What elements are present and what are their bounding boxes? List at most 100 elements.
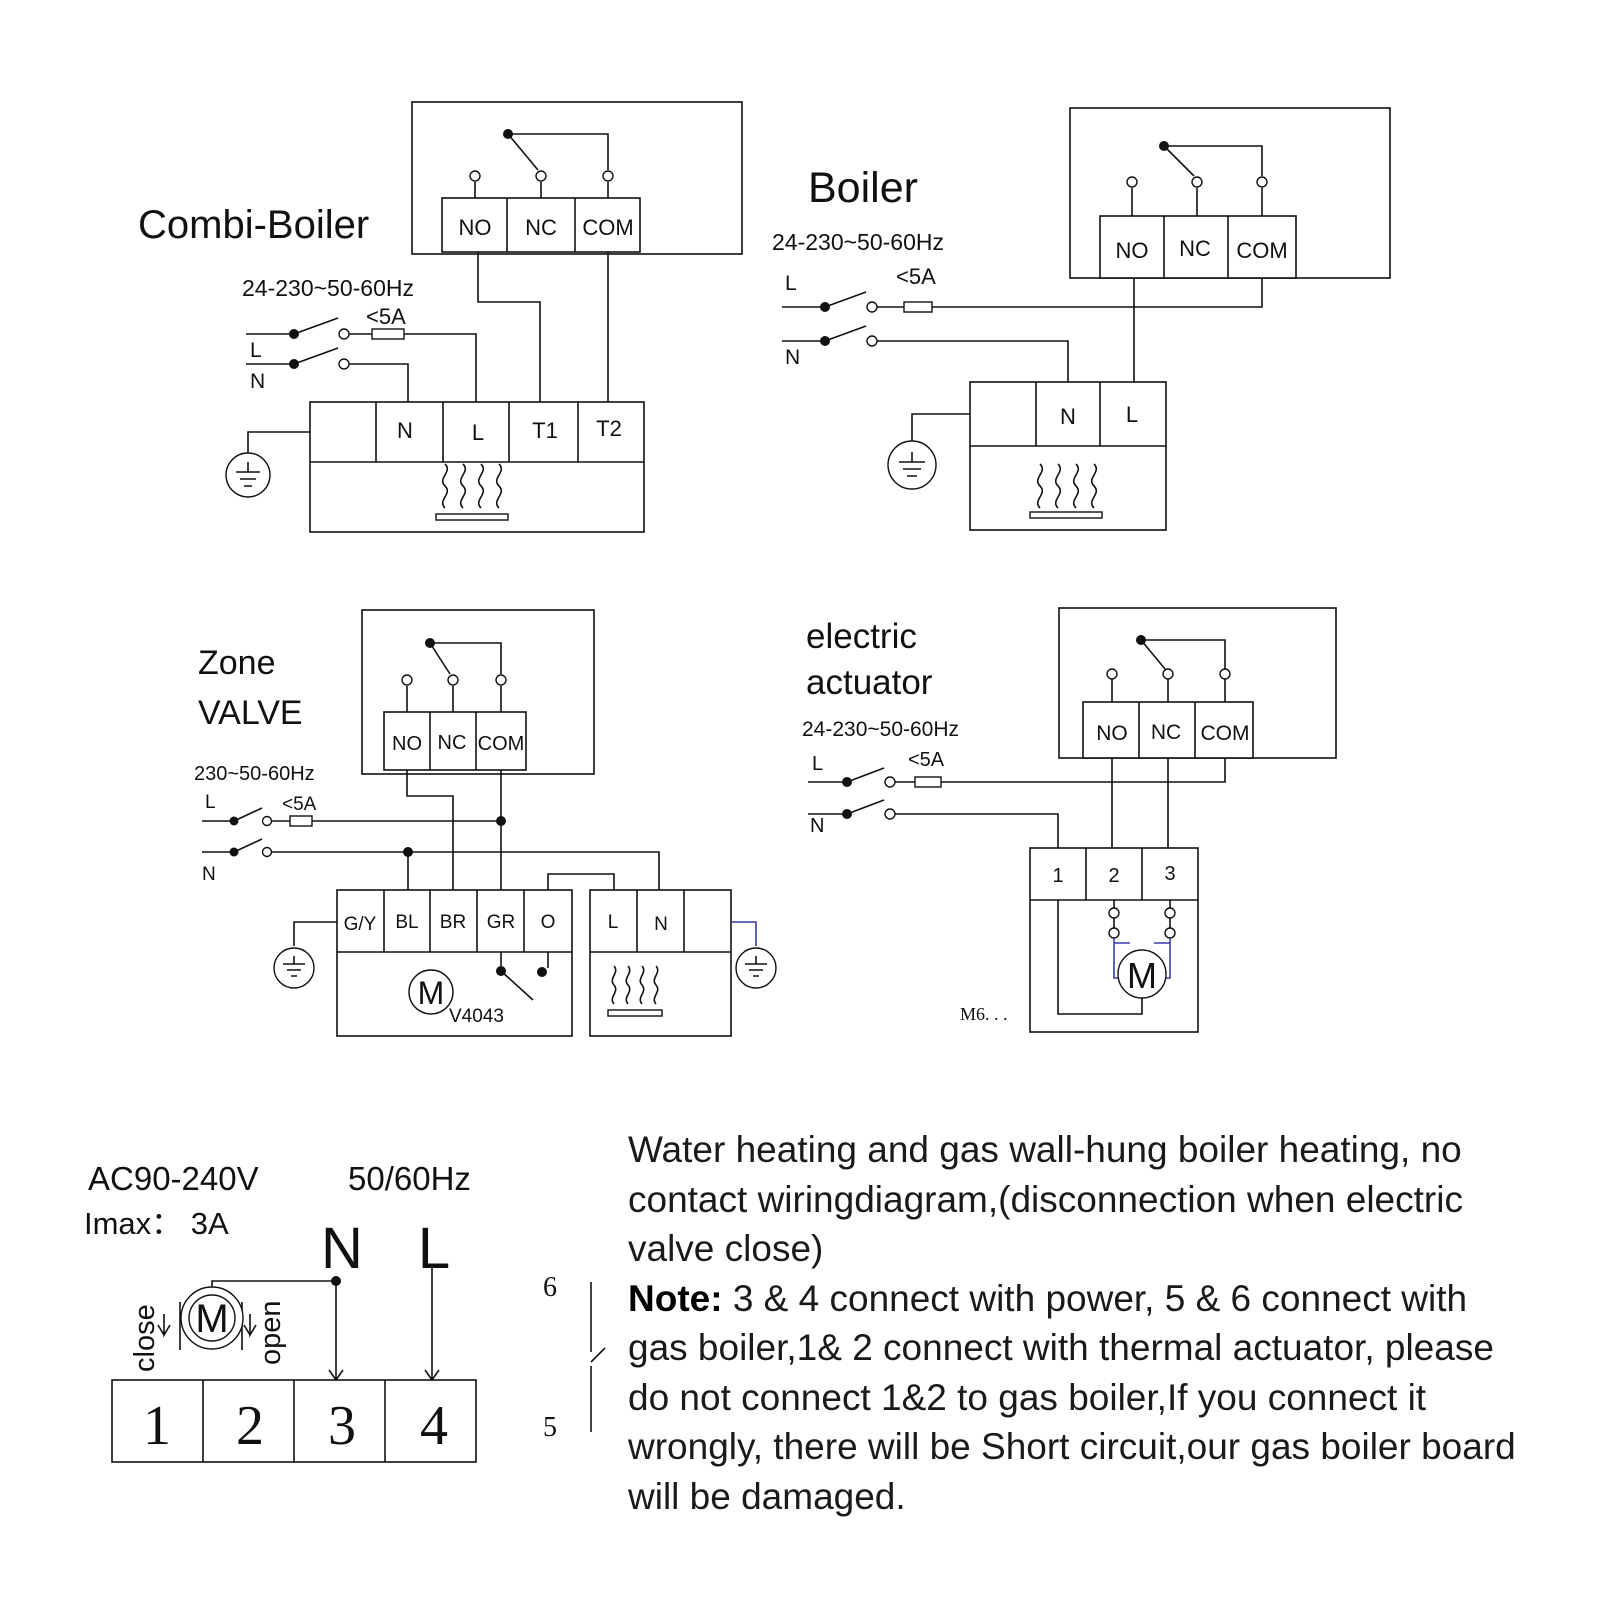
legend-terminal-3: 3 — [328, 1395, 356, 1457]
boiler-unit: N L — [969, 381, 1167, 531]
legend-terminal-1: 1 — [143, 1395, 171, 1457]
zone-fuse-label: <5A — [282, 794, 317, 815]
combi-wire-nc-t1 — [477, 252, 541, 402]
zone-wire-o-l — [547, 873, 615, 890]
actuator-term-3: 3 — [1164, 863, 1175, 885]
legend-contact-6: 6 — [543, 1272, 557, 1303]
boiler-relay-com: COM — [1236, 238, 1287, 263]
legend-terminal-4: 4 — [420, 1395, 448, 1457]
actuator-motor-contacts — [1108, 900, 1176, 979]
combi-boiler-diagram: Combi-Boiler 24-230~50-60Hz <5A L N NO N… — [138, 101, 743, 533]
ground-icon — [273, 947, 315, 989]
heating-icon — [435, 463, 509, 521]
combi-term-t1: T1 — [532, 418, 558, 443]
combi-relay-no: NO — [459, 215, 492, 240]
boiler-power-label: 24-230~50-60Hz — [772, 229, 944, 255]
legend-big-l: L — [418, 1216, 450, 1281]
actuator-relay-switch-symbol — [1106, 635, 1231, 702]
motor-icon: M — [408, 969, 454, 1015]
actuator-term-1: 1 — [1052, 865, 1063, 887]
motor-icon: M — [1117, 949, 1167, 999]
zone-valve-unit: G/Y BL BR GR O M V4043 — [336, 889, 573, 1037]
zone-model-label: V4043 — [449, 1006, 504, 1027]
zone-wire-no-br — [406, 770, 454, 890]
ground-icon — [225, 452, 271, 498]
combi-fuse — [371, 328, 405, 340]
legend-voltage: AC90-240V — [88, 1160, 259, 1197]
boiler-line-l-label: L — [785, 272, 797, 295]
zone-relay-terminal-strip: NO NC COM — [383, 711, 527, 771]
legend-frequency: 50/60Hz — [348, 1160, 471, 1197]
motor-icon: M — [180, 1286, 244, 1350]
actuator-power-switches — [808, 758, 1226, 848]
zone-aux-switch-symbol — [496, 952, 549, 1001]
terminal-legend: AC90-240V 50/60Hz Imax： 3A N L close ope… — [84, 1160, 606, 1463]
boiler-relay-switch-symbol — [1126, 141, 1268, 216]
zone-motor-label: M — [418, 975, 445, 1011]
zone-term-gy: G/Y — [344, 914, 377, 935]
legend-terminal-2: 2 — [236, 1395, 264, 1457]
actuator-relay-nc: NC — [1151, 721, 1181, 744]
actuator-title-line2: actuator — [806, 663, 933, 702]
boiler-fuse — [903, 301, 933, 313]
boiler-fuse-label: <5A — [896, 264, 936, 289]
zone-relay-no: NO — [392, 733, 422, 755]
zone-term-o: O — [541, 912, 556, 933]
actuator-line-n-label: N — [810, 815, 824, 837]
ground-icon — [735, 947, 777, 989]
actuator-relay-com: COM — [1201, 722, 1250, 745]
zone-fuse — [289, 815, 313, 827]
zone-term-bl: BL — [395, 912, 418, 933]
note-label: Note: — [628, 1277, 723, 1319]
zone-term-br: BR — [440, 912, 466, 933]
zone-power-label: 230~50-60Hz — [194, 763, 315, 785]
boiler-term-l: L — [1126, 402, 1138, 427]
actuator-relay-no: NO — [1096, 722, 1128, 745]
description-text: Water heating and gas wall-hung boiler h… — [628, 1129, 1463, 1269]
combi-power-label: 24-230~50-60Hz — [242, 275, 414, 301]
zone-valve-diagram: Zone VALVE 230~50-60Hz <5A L N NO NC COM — [194, 609, 777, 1037]
actuator-line-l-label: L — [812, 753, 823, 775]
actuator-fuse-label: <5A — [908, 749, 945, 771]
boiler-relay-terminal-strip: NO NC COM — [1099, 215, 1297, 279]
boiler-title: Boiler — [808, 164, 918, 212]
legend-terminal-block: 1 2 3 4 — [111, 1379, 477, 1463]
zone-term-gr: GR — [487, 912, 516, 933]
combi-relay-com: COM — [582, 215, 633, 240]
legend-big-n: N — [321, 1216, 363, 1281]
zone-relay-switch-symbol — [401, 638, 507, 712]
actuator-unit: 1 2 3 M — [1029, 847, 1199, 1033]
combi-power-switches — [246, 317, 477, 402]
boiler-power-switches — [782, 278, 1263, 382]
legend-open-label: open — [255, 1300, 287, 1365]
actuator-term-2: 2 — [1108, 865, 1119, 887]
actuator-model-label: M6. . . — [960, 1004, 1008, 1024]
legend-contact-5: 5 — [543, 1412, 557, 1443]
boiler-relay-nc: NC — [1179, 236, 1211, 261]
actuator-motor-label: M — [1127, 955, 1157, 996]
combi-term-n: N — [397, 418, 413, 443]
legend-motor-label: M — [195, 1297, 228, 1341]
zone-title-line2: VALVE — [198, 694, 303, 732]
boiler-line-n-label: N — [785, 346, 800, 369]
zone-relay-nc: NC — [438, 732, 467, 754]
actuator-power-label: 24-230~50-60Hz — [802, 718, 959, 741]
actuator-title-line1: electric — [806, 617, 917, 656]
combi-boiler-unit: N L T1 T2 — [309, 401, 645, 533]
zone-line-l-label: L — [205, 792, 216, 813]
zone-title-line1: Zone — [198, 644, 276, 682]
zone-relay-com: COM — [478, 733, 525, 755]
combi-term-l: L — [472, 420, 484, 445]
combi-relay-terminal-strip: NO NC COM — [441, 197, 641, 253]
combi-line-l-label: L — [250, 339, 262, 362]
note-text: 3 & 4 connect with power, 5 & 6 connect … — [628, 1277, 1516, 1517]
combi-relay-switch-symbol — [469, 129, 614, 198]
heating-icon — [1029, 463, 1103, 519]
zone-line-n-label: N — [202, 864, 216, 885]
description-panel: Water heating and gas wall-hung boiler h… — [628, 1125, 1528, 1521]
actuator-fuse — [914, 776, 942, 788]
legend-imax: Imax： 3A — [84, 1206, 229, 1241]
legend-contact-5-6: 6 5 — [543, 1272, 606, 1443]
note-paragraph: Note: 3 & 4 connect with power, 5 & 6 co… — [628, 1274, 1528, 1522]
